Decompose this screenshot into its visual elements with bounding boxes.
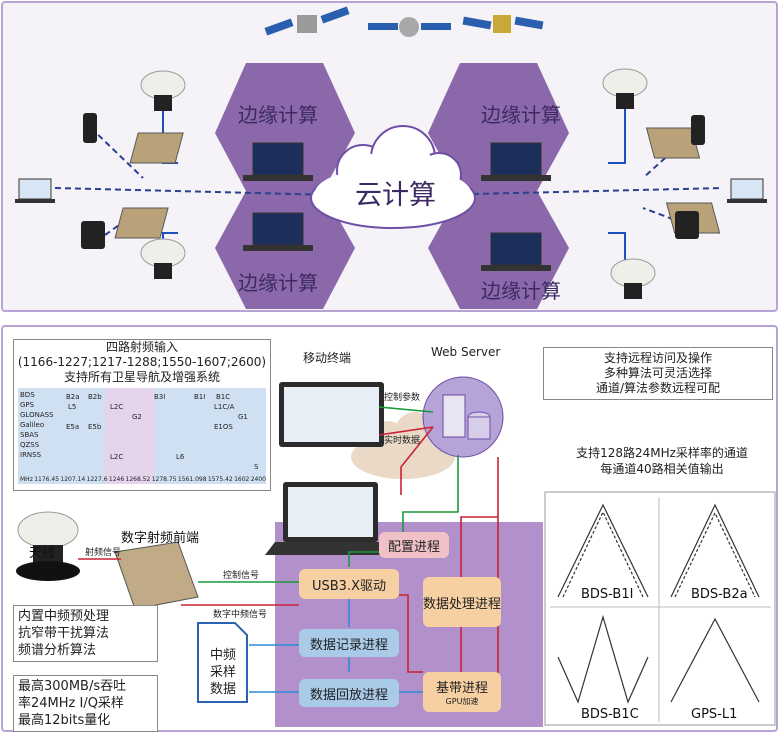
baseband-process: 基带进程 GPU加速 [423,672,501,712]
edge-label-bottom-right: 边缘计算 [481,279,561,303]
edge-label-top-right: 边缘计算 [481,103,561,127]
tablet-icon [675,211,699,239]
playback-process: 数据回放进程 [299,679,399,707]
plot-label-gps-l1: GPS-L1 [691,707,738,722]
antenna-label: 天线 [29,546,56,561]
receiver-device-icon [114,207,169,239]
rf-signal-label: 射频信号 [85,548,122,558]
satellite-icon [264,6,350,36]
plot-panel [544,491,776,726]
plot-label-bds-b2a: BDS-B2a [691,587,748,602]
phone-icon [691,115,705,145]
rf-input-box: 四路射频输入 (1166-1227;1217-1288;1550-1607;26… [13,339,271,491]
tablet-icon [81,221,105,249]
satellite-icon [368,17,451,37]
laptop-client-icon [15,178,55,203]
control-signal-label: 控制信号 [223,571,260,581]
remote-access-box: 支持远程访问及操作 多种算法可灵活选择 通道/算法参数远程可配 [543,347,773,400]
laptop-icon [481,142,551,181]
record-process: 数据记录进程 [299,629,399,657]
rf-subtitle: 支持所有卫星导航及增强系统 [63,370,220,384]
hexagon-top-left [215,63,355,191]
top-diagram-svg [15,6,767,309]
system-col: BDS GPS GLONASS Galileo SBAS QZSS IRNSS [20,391,54,459]
rf-ranges: (1166-1227;1217-1288;1550-1607;2600) [17,355,267,369]
channel-text: 支持128路24MHz采样率的通道 每通道40路相关值输出 [576,446,748,476]
satellite-icon [462,15,544,33]
antenna-icon [610,258,656,299]
phone-icon [83,113,97,143]
specs-box: 最高300MB/s吞吐 率24MHz I/Q采样 最高12bits量化 [13,675,158,732]
edge-label-bottom-left: 边缘计算 [238,271,318,295]
laptop-client-icon [727,178,767,203]
laptop-icon [243,142,313,181]
if-file-label: 中频 采样 数据 [209,648,236,697]
web-server-label: Web Server [431,345,501,359]
top-panel: 云计算 边缘计算 边缘计算 边缘计算 边缘计算 [1,1,778,312]
control-param-label: 控制参数 [384,393,421,403]
antenna-icon [140,238,186,279]
cloud-shape [310,125,476,229]
realtime-data-label: 实时数据 [384,436,421,446]
laptop-icon [481,232,551,271]
config-process: 配置进程 [379,532,449,558]
digital-if-label: 数字中频信号 [213,610,268,620]
freq-axis: MHz 1176.45 1207.14 1227.6 1246 1268.52 … [20,476,266,483]
plot-label-bds-b1c: BDS-B1C [581,707,639,722]
frontend-features-box: 内置中频预处理 抗窄带干扰算法 频谱分析算法 [13,605,158,662]
data-processing-process: 数据处理进程 [423,577,501,627]
plot-label-bds-b1i: BDS-B1I [581,587,634,602]
frontend-label: 数字射频前端 [121,531,200,546]
rf-title: 四路射频输入 [105,340,178,354]
rf-frontend-device [114,541,199,610]
mobile-terminal-label: 移动终端 [303,351,352,365]
antenna-icon [140,70,186,111]
edge-label-top-left: 边缘计算 [238,103,318,127]
receiver-device-icon [129,132,184,164]
antenna-icon [602,68,648,109]
file-icon [197,622,248,703]
usb-driver: USB3.X驱动 [299,569,399,599]
server-icon [442,394,466,438]
bottom-panel: 四路射频输入 (1166-1227;1217-1288;1550-1607;26… [1,325,778,732]
laptop-icon [243,212,313,251]
cloud-label: 云计算 [355,180,436,211]
rf-band-table: BDS GPS GLONASS Galileo SBAS QZSS IRNSS … [18,388,266,484]
